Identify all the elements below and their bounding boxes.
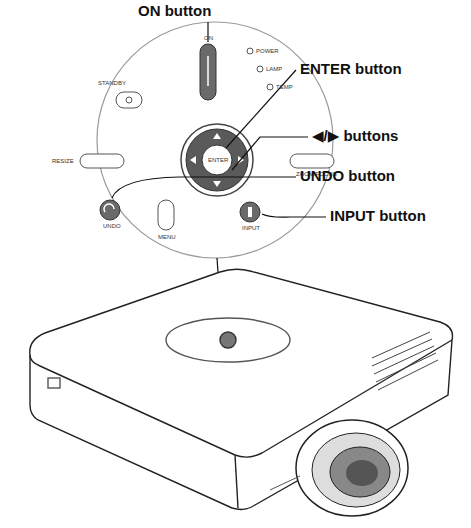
indicator-text: TEMP [276, 84, 293, 91]
button-text: UNDO [103, 223, 121, 230]
undo-button [100, 200, 120, 220]
panel-outline [97, 22, 333, 258]
lens [296, 420, 408, 516]
indicator-text: LAMP [266, 66, 282, 73]
menu-button [158, 200, 174, 230]
button-text: STANDBY [98, 80, 126, 87]
zoom-button [290, 154, 334, 168]
button-text: ENTER [208, 157, 228, 164]
dpad [181, 124, 253, 196]
button-text: ON [204, 35, 213, 42]
button-text: RESIZE [52, 158, 74, 165]
button-text: INPUT [242, 225, 260, 232]
callout-label: ON button [138, 3, 211, 20]
indicator-text: POWER [256, 48, 279, 55]
standby-button [116, 92, 142, 108]
callout-label: ENTER button [300, 61, 402, 78]
projector-body [30, 269, 453, 509]
resize-button [80, 154, 124, 168]
on-button [200, 44, 216, 100]
button-text: MENU [158, 234, 176, 241]
callout-label: UNDO button [300, 168, 395, 185]
callout-label: ◀/▶ buttons [312, 128, 398, 145]
callout-label: INPUT button [330, 208, 426, 225]
input-button [240, 202, 260, 222]
